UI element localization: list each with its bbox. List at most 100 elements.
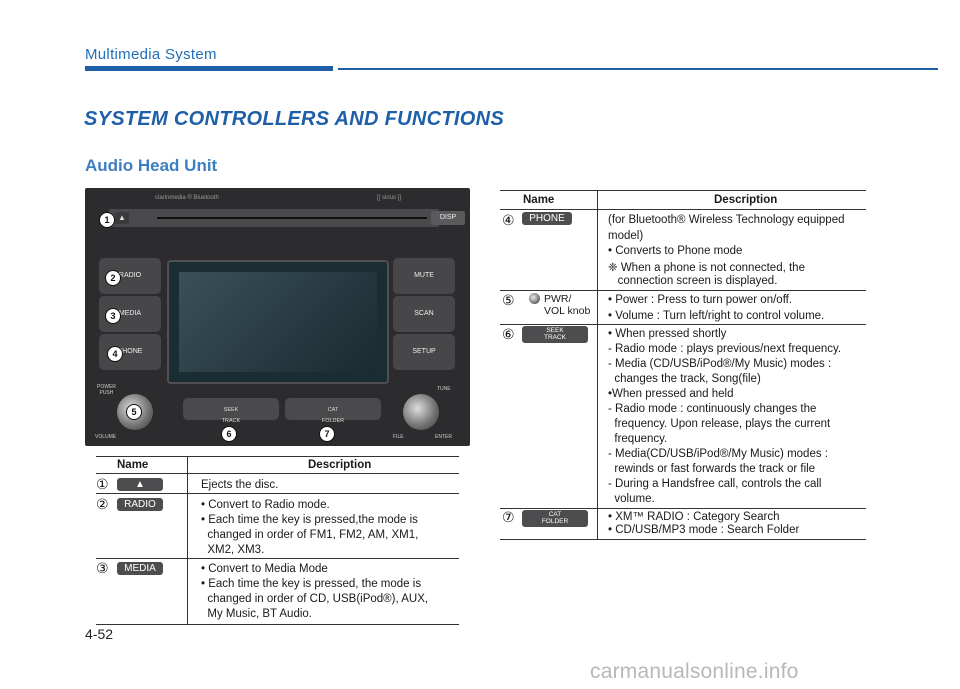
desc-line: model): [608, 230, 644, 242]
desc-line: frequency.: [608, 433, 668, 445]
seek-track-key-icon: SEEK TRACK: [522, 326, 588, 343]
sub-heading: Audio Head Unit: [85, 156, 218, 175]
radio-key-icon: RADIO: [117, 498, 163, 511]
desc-line: • Converts to Phone mode: [608, 245, 743, 257]
table-rule: [96, 493, 459, 494]
cd-strip: ▲ DISP: [109, 209, 465, 227]
desc-line: • CD/USB/MP3 mode : Search Folder: [608, 524, 800, 536]
mute-button: MUTE: [393, 258, 455, 294]
row-number: ④: [502, 212, 515, 228]
desc-line: Ejects the disc.: [201, 479, 279, 491]
header-bar-thick: [85, 66, 333, 71]
desc-line: frequency. Upon release, plays the curre…: [608, 418, 831, 430]
table-divider: [597, 190, 598, 539]
disp-button: DISP: [431, 211, 465, 225]
seek-track-rocker: SEEK TRACK: [183, 398, 279, 423]
table-rule: [96, 473, 459, 474]
file-label: FILE: [393, 434, 404, 440]
desc-line: • Convert to Radio mode.: [201, 499, 330, 511]
right-table: Name Description ④ PHONE (for Bluetooth®…: [500, 190, 866, 542]
col-desc-header: Description: [714, 194, 778, 206]
callout-3: 3: [105, 308, 121, 324]
row-number: ⑦: [502, 509, 515, 525]
audio-head-unit-image: clarinmedia ® Bluetooth [[ sirius ]] ▲ D…: [85, 188, 470, 446]
callout-6: 6: [221, 426, 237, 442]
display-glass: [179, 272, 377, 372]
desc-line: • When pressed shortly: [608, 328, 727, 340]
unit-brand-left: clarinmedia ® Bluetooth: [155, 195, 219, 201]
folder-label: FOLDER: [321, 417, 345, 424]
eject-icon: ▲: [115, 212, 129, 224]
table-rule: [500, 209, 866, 210]
table-rule: [500, 508, 866, 509]
desc-line: changes the track, Song(file): [608, 373, 761, 385]
cd-slot: [157, 217, 427, 219]
desc-line: • Power : Press to turn power on/off.: [608, 294, 793, 306]
track-label: TRACK: [221, 417, 241, 424]
table-divider: [187, 456, 188, 624]
desc-line: rewinds or fast forwards the track or fi…: [608, 463, 816, 475]
enter-label: ENTER: [435, 434, 452, 440]
page-number: 4-52: [85, 626, 114, 642]
left-table: Name Description ① ▲ Ejects the disc. ② …: [96, 456, 459, 626]
desc-line: XM2, XM3.: [201, 544, 265, 556]
main-heading: SYSTEM CONTROLLERS AND FUNCTIONS: [84, 108, 504, 130]
desc-line: connection screen is displayed.: [608, 275, 778, 287]
media-key-icon: MEDIA: [117, 562, 163, 575]
volume-label: VOLUME: [95, 434, 117, 440]
pwr-vol-key-label: PWR/ VOL knob: [544, 293, 591, 317]
table-rule: [500, 190, 866, 191]
desc-line: • XM™ RADIO : Category Search: [608, 511, 780, 523]
setup-button: SETUP: [393, 334, 455, 370]
row-number: ①: [96, 476, 109, 492]
table-rule: [500, 290, 866, 291]
desc-line: ❈ When a phone is not connected, the: [608, 262, 805, 274]
power-push-label: POWER PUSH: [97, 384, 116, 396]
cat-label: CAT: [327, 407, 339, 413]
callout-7: 7: [319, 426, 335, 442]
desc-line: - Radio mode : continuously changes the: [608, 403, 817, 415]
display-screen: [167, 260, 389, 384]
col-name-header: Name: [117, 459, 149, 471]
tune-label: TUNE: [437, 386, 451, 392]
desc-line: - Media(CD/USB/iPod®/My Music) modes :: [608, 448, 828, 460]
header-bar-thin: [338, 68, 938, 70]
cat-folder-rocker: CAT FOLDER: [285, 398, 381, 423]
tune-knob: [403, 394, 439, 430]
table-rule: [500, 324, 866, 325]
desc-line: - Radio mode : plays previous/next frequ…: [608, 343, 842, 355]
row-number: ⑤: [502, 292, 515, 308]
desc-line: - During a Handsfree call, controls the …: [608, 478, 822, 490]
section-title: Multimedia System: [85, 46, 217, 63]
row-number: ③: [96, 560, 109, 576]
desc-line: •When pressed and held: [608, 388, 734, 400]
scan-button: SCAN: [393, 296, 455, 332]
seek-label: SEEK: [223, 407, 239, 413]
table-rule: [96, 558, 459, 559]
desc-line: • Volume : Turn left/right to control vo…: [608, 310, 825, 322]
callout-2: 2: [105, 270, 121, 286]
table-rule: [500, 539, 866, 540]
table-rule: [96, 456, 459, 457]
watermark: carmanualsonline.info: [590, 660, 799, 683]
desc-line: changed in order of CD, USB(iPod®), AUX,: [201, 593, 429, 605]
unit-brand-right: [[ sirius ]]: [377, 195, 402, 201]
callout-4: 4: [107, 346, 123, 362]
callout-5: 5: [126, 404, 142, 420]
pwr-vol-knob-icon: [529, 293, 540, 304]
phone-key-icon: PHONE: [522, 212, 572, 225]
col-desc-header: Description: [308, 459, 372, 471]
desc-line: • Each time the key is pressed, the mode…: [201, 578, 422, 590]
desc-line: • Each time the key is pressed,the mode …: [201, 514, 418, 526]
row-number: ⑥: [502, 326, 515, 342]
desc-line: volume.: [608, 493, 655, 505]
desc-line: My Music, BT Audio.: [201, 608, 312, 620]
callout-1: 1: [99, 212, 115, 228]
desc-line: (for Bluetooth® Wireless Technology equi…: [608, 214, 845, 226]
cat-folder-key-icon: CAT FOLDER: [522, 510, 588, 527]
row-number: ②: [96, 496, 109, 512]
table-rule: [96, 624, 459, 625]
col-name-header: Name: [523, 194, 555, 206]
desc-line: - Media (CD/USB/iPod®/My Music) modes :: [608, 358, 832, 370]
desc-line: changed in order of FM1, FM2, AM, XM1,: [201, 529, 419, 541]
